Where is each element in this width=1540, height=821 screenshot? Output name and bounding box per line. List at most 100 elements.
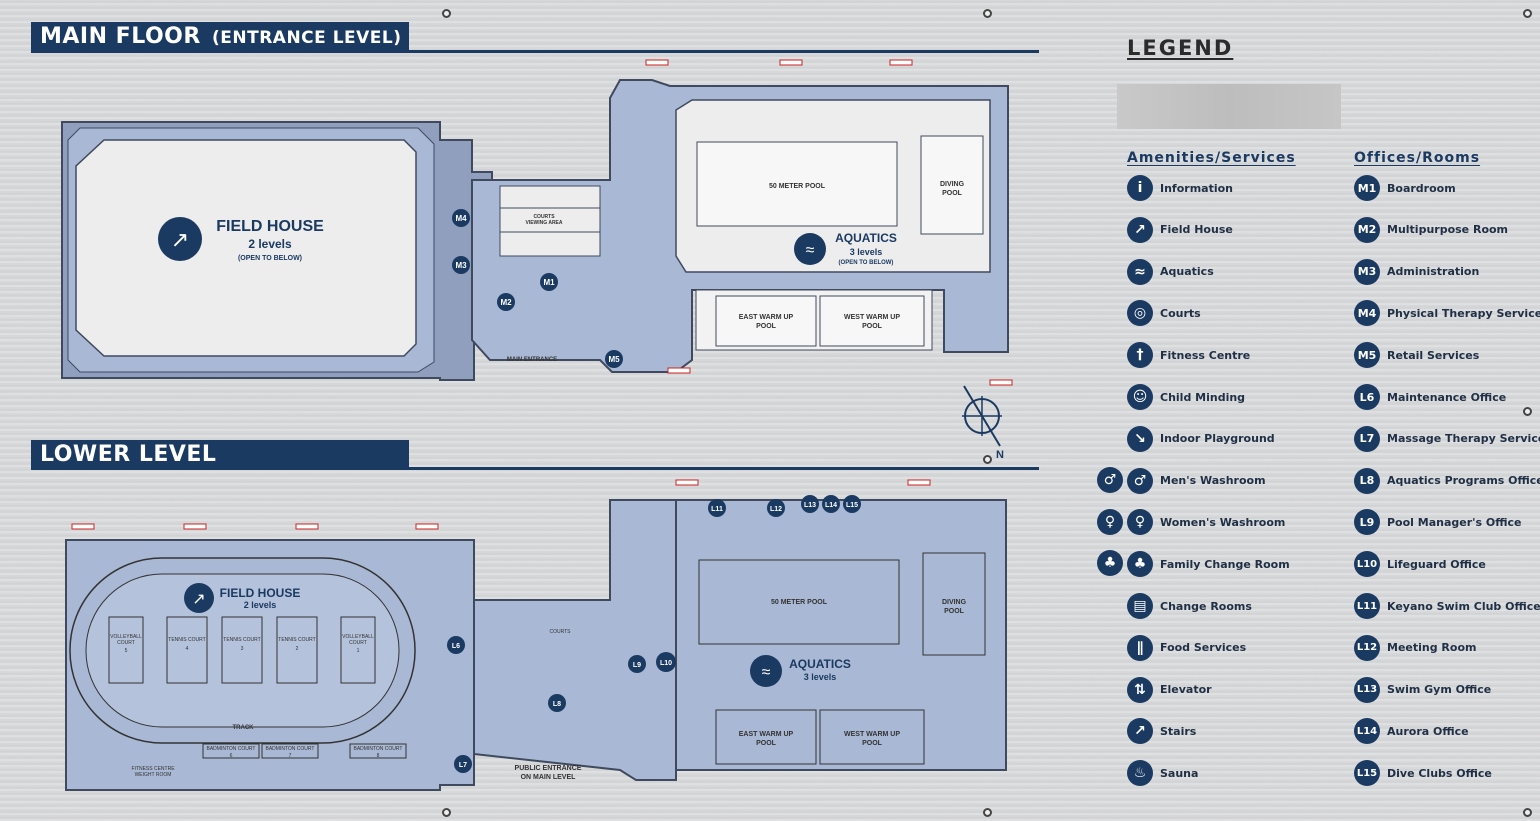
mf-courts-viewing [499,185,601,257]
office-code-badge: L12 [1354,634,1380,661]
bolt-icon [442,9,451,18]
ll-marker-l15: L15 [846,502,858,509]
mf-pool-50m-label: 50 METER POOL [769,183,826,190]
ll-pool-50m [698,559,900,645]
office-code-badge: M3 [1354,258,1380,285]
mf-fieldhouse-name: FIELD HOUSE [216,218,324,235]
mf-marker-m1: M1 [543,278,555,287]
offices-heading: Offices/Rooms [1354,150,1481,166]
svg-text:≈: ≈ [762,664,771,681]
family-change-icon: ♣ [1127,551,1153,578]
ll-marker-l11: L11 [711,506,723,513]
amenity-item: ∥ Food Services [1127,634,1247,661]
mf-diving-1: DIVING [940,181,965,188]
office-label: Aquatics Programs Office [1387,474,1540,488]
bolt-icon [442,808,451,817]
bolt-icon [983,808,992,817]
mf-east-warm-2: POOL [756,323,777,330]
legend-title: LEGEND [1127,36,1234,60]
ll-courts-label: COURTS [549,629,571,635]
amenity-label: Family Change Room [1160,557,1290,571]
ll-court5-l1: VOLLEYBALL [110,634,142,640]
amenity-item: † Fitness Centre [1127,342,1251,369]
ll-court5-l2: COURT [117,640,135,646]
office-code-badge: M2 [1354,216,1380,243]
ll-diving-2: POOL [944,608,965,615]
ll-court2-n: 2 [296,646,299,652]
food-icon: ∥ [1127,634,1153,661]
mf-pool-50m [696,141,898,227]
ll-aquatics-levels: 3 levels [804,672,837,682]
amenity-label: Fitness Centre [1160,348,1251,362]
office-code-badge: L6 [1354,384,1380,410]
office-code-badge: L15 [1354,760,1380,787]
office-label: Lifeguard Office [1387,557,1486,571]
ll-west-warm-1: WEST WARM UP [844,731,900,738]
ll-marker-l13: L13 [804,502,816,509]
office-label: Meeting Room [1387,641,1477,655]
office-label: Physical Therapy Services [1387,306,1540,320]
amenity-item: ↗Stairs [1127,718,1197,745]
ll-exit-tags [71,479,931,530]
amenity-label: Indoor Playground [1160,432,1275,446]
ll-fieldhouse-icon [184,583,214,613]
office-code-badge: L7 [1354,425,1380,452]
amenity-item: ♂Men's Washroom [1127,467,1266,494]
child-minding-icon: ☺ [1127,384,1153,410]
office-label: Boardroom [1387,181,1456,195]
amenity-label: Food Services [1160,641,1247,655]
amenity-label: Stairs [1160,724,1197,738]
fitness-icon: † [1127,342,1153,369]
office-code-badge: M1 [1354,175,1380,201]
amenity-label: Aquatics [1160,265,1214,279]
office-label: Swim Gym Office [1387,683,1492,697]
ll-court4-n: 4 [186,646,189,652]
lower-level-title: LOWER LEVEL [40,442,217,467]
ll-diving-pool [922,552,986,656]
office-label: Keyano Swim Club Office [1387,599,1540,613]
ll-badminton6-n: 6 [230,753,233,759]
amenity-item: ↘Indoor Playground [1127,425,1275,452]
mf-aquatics-name: AQUATICS [835,231,897,245]
ll-link-building [473,499,677,781]
ll-marker-l10: L10 [660,660,672,667]
ll-court1-l1: VOLLEYBALL [342,634,374,640]
ll-marker-l9: L9 [633,662,641,669]
ll-court1-n: 1 [357,648,360,654]
office-item: M1 Boardroom [1354,175,1456,201]
office-code-badge: L9 [1354,509,1380,536]
ll-fitness-2: WEIGHT ROOM [135,772,172,778]
svg-text:↗: ↗ [171,227,189,252]
office-code-badge: M5 [1354,342,1380,369]
mf-main-entrance: MAIN ENTRANCE [507,357,557,363]
ll-public-entrance-2: ON MAIN LEVEL [521,774,577,781]
amenity-item: ♨Sauna [1127,760,1198,787]
ll-east-warm [715,709,817,765]
ll-badminton7-n: 7 [289,753,292,759]
family-figure-icon: ♣ [1097,550,1123,576]
mf-east-warm-1: EAST WARM UP [739,314,794,321]
ll-marker-l6: L6 [452,643,460,650]
ll-court3-n: 3 [241,646,244,652]
compass: N [962,385,1004,461]
amenity-label: Change Rooms [1160,599,1252,613]
ll-badminton6: BADMINTON COURT [207,746,256,752]
bolt-icon [983,9,992,18]
office-code-badge: L11 [1354,593,1380,619]
change-rooms-icon: ▤ [1127,593,1153,619]
ll-track-label: TRACK [233,725,255,731]
lower-level-banner: LOWER LEVEL [31,440,409,470]
ll-fieldhouse-name: FIELD HOUSE [220,586,301,600]
office-label: Aurora Office [1387,724,1469,738]
ll-court1-l2: COURT [349,640,367,646]
ll-courts [108,616,407,759]
ll-pool-50m-label: 50 METER POOL [771,599,828,606]
mf-marker-m2: M2 [500,298,512,307]
mf-marker-m5: M5 [608,355,620,364]
ll-west-warm [819,709,925,765]
ll-court3-l1: TENNIS COURT [223,637,260,643]
